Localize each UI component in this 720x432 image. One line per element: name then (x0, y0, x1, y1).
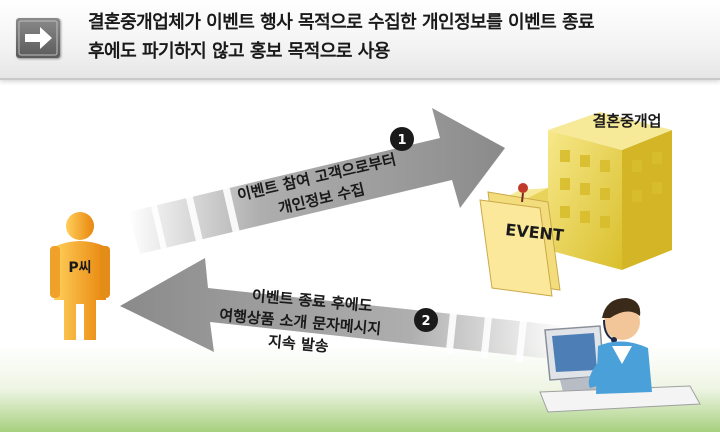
header-title-line-2: 후에도 파기하지 않고 홍보 목적으로 사용 (88, 41, 390, 62)
header-banner: 결혼중개업체가 이벤트 행사 목적으로 수집한 개인정보를 이벤트 종료 후에도… (0, 0, 720, 80)
step-badge-1: 1 (390, 127, 414, 151)
step-number-1: 1 (397, 133, 406, 148)
person-icon: P씨 (50, 212, 110, 340)
flow-arrow-2 (120, 258, 565, 363)
person-label: P씨 (68, 260, 91, 276)
step-number-2: 2 (421, 314, 430, 329)
flow-2-line-3: 지속 발송 (267, 332, 329, 355)
company-label: 결혼중개업 (592, 112, 661, 130)
arrow-right-icon (16, 18, 60, 58)
header-title: 결혼중개업체가 이벤트 행사 목적으로 수집한 개인정보를 이벤트 종료 후에도… (88, 8, 708, 66)
event-paper: EVENT (479, 183, 565, 297)
telemarketer-icon (539, 298, 701, 413)
header-title-line-1: 결혼중개업체가 이벤트 행사 목적으로 수집한 개인정보를 이벤트 종료 (88, 12, 595, 33)
pushpin-icon (518, 183, 528, 193)
step-badge-2: 2 (414, 308, 438, 332)
flow-arrow-1 (128, 108, 505, 254)
